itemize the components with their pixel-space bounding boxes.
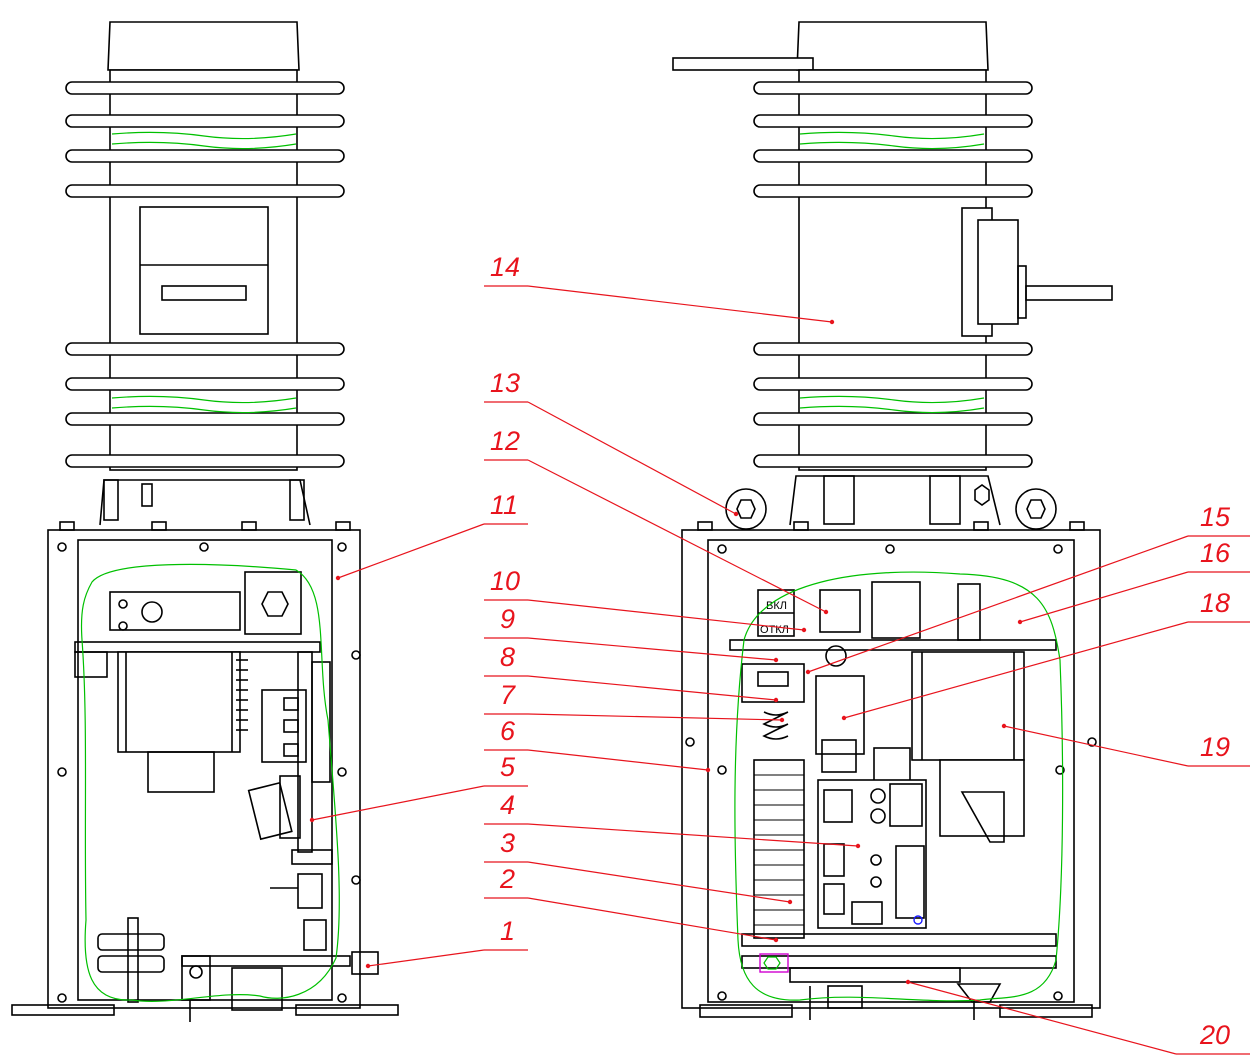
callout-leader [367,949,485,967]
callout-leader [843,621,1189,719]
callout-point [823,609,829,615]
callout-number: 8 [500,642,515,672]
callout-point [1001,723,1007,729]
callout-number: 5 [500,752,516,782]
callout-leader [1019,571,1189,623]
callout-point [365,963,371,969]
callout-point [773,657,779,663]
callout-13: 13 [484,368,739,517]
callout-point [905,979,911,985]
callout-16: 16 [1017,538,1250,625]
callout-10: 10 [484,566,807,633]
on-button-label: ВКЛ [766,600,787,612]
callout-11: 11 [335,490,528,581]
callout-point [773,697,779,703]
callout-7: 7 [484,680,785,723]
callout-leader [527,637,777,661]
callout-leader [1003,725,1189,767]
callout-number: 7 [500,680,516,710]
callout-leader [907,981,1177,1055]
callout-point [1017,619,1023,625]
callout-15: 15 [805,502,1250,675]
callout-point [309,817,315,823]
callout-number: 16 [1200,538,1231,568]
callout-number: 12 [490,426,520,456]
callout-point [801,627,807,633]
callout-leader [527,861,791,903]
cutaway-outlines [80,131,1064,1002]
callout-point [787,899,793,905]
callout-4: 4 [484,790,861,849]
callout-leader [527,897,777,941]
callout-point [829,319,835,325]
callout-leader [527,675,777,701]
callout-leader [527,713,783,721]
callout-number: 4 [500,790,515,820]
callout-20: 20 [905,979,1250,1055]
callout-leader [527,401,737,515]
callout-3: 3 [484,828,793,905]
callout-12: 12 [484,426,829,615]
callout-number: 9 [500,604,515,634]
callout-14: 14 [484,252,835,325]
callout-leader [311,785,485,821]
callout-point [805,669,811,675]
callout-1: 1 [365,916,528,969]
accent-marks [759,915,923,973]
callout-number: 20 [1199,1020,1230,1050]
callout-point [335,575,341,581]
callout-leader [527,599,805,631]
insulator-sheds-left [65,81,345,468]
callout-8: 8 [484,642,779,703]
callout-number: 3 [500,828,515,858]
insulator-sheds-right [753,81,1033,468]
callout-18: 18 [841,588,1250,721]
callout-2: 2 [484,864,779,943]
callout-leader [807,535,1189,673]
callout-leader [337,523,485,579]
right-view: ВКЛ ОТКЛ [672,21,1113,1020]
callout-number: 13 [490,368,520,398]
callout-point [841,715,847,721]
callout-point [779,717,785,723]
callout-number: 10 [490,566,520,596]
callout-point [705,767,711,773]
callout-number: 6 [500,716,516,746]
callout-number: 19 [1200,732,1230,762]
callout-number: 11 [490,490,518,520]
callout-point [773,937,779,943]
callout-point [855,843,861,849]
callout-number: 15 [1200,502,1231,532]
callout-leader [527,459,827,613]
callout-point [733,511,739,517]
callout-leader [527,285,833,323]
callout-19: 19 [1001,723,1250,767]
callout-number: 14 [490,252,520,282]
callout-number: 1 [500,916,515,946]
callout-leader [527,749,709,771]
callout-5: 5 [309,752,528,823]
callout-number: 18 [1200,588,1230,618]
screws-left [57,542,361,1003]
callout-leader [527,823,859,847]
left-view [11,21,399,1022]
callout-6: 6 [484,716,711,773]
callout-number: 2 [499,864,515,894]
callout-9: 9 [484,604,779,663]
screws-right [685,544,1097,1001]
